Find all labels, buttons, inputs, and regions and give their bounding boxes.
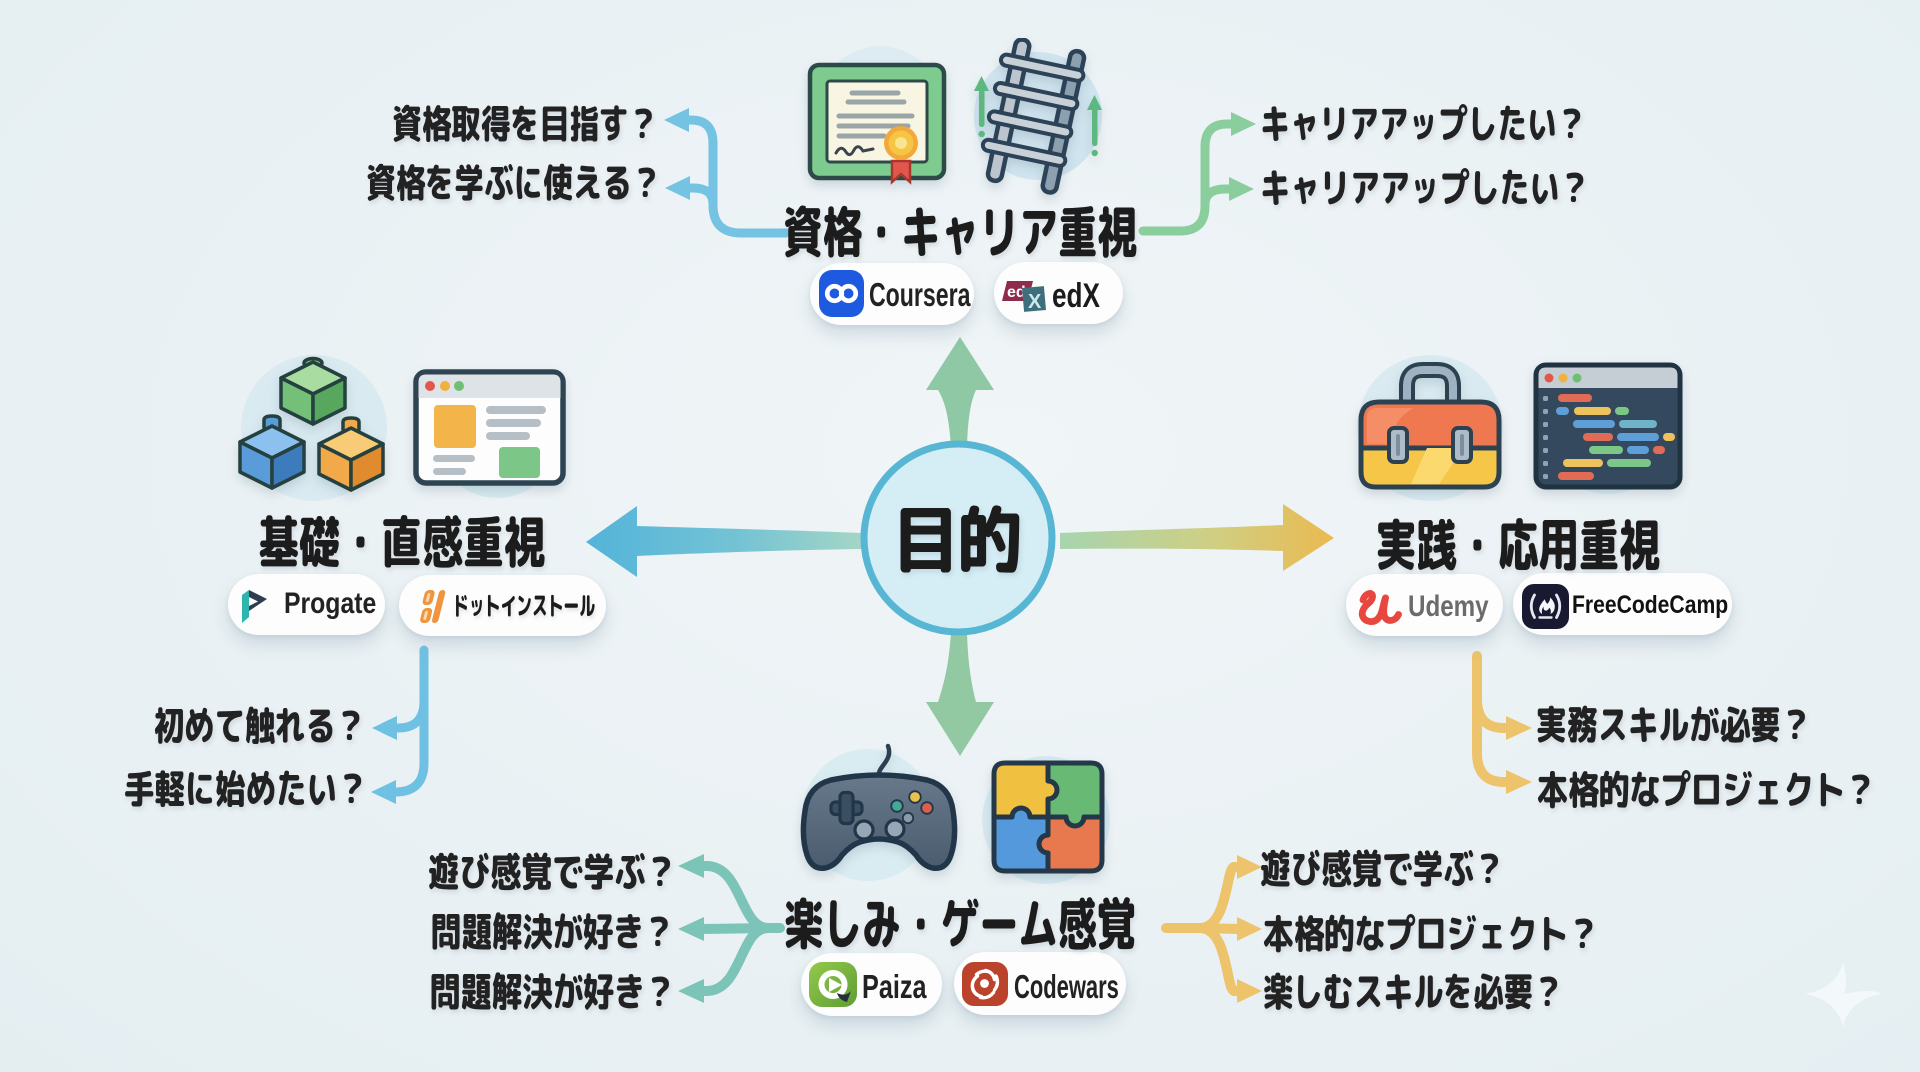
svg-text:ed: ed [1007,284,1026,301]
svg-text:X: X [1028,291,1042,313]
